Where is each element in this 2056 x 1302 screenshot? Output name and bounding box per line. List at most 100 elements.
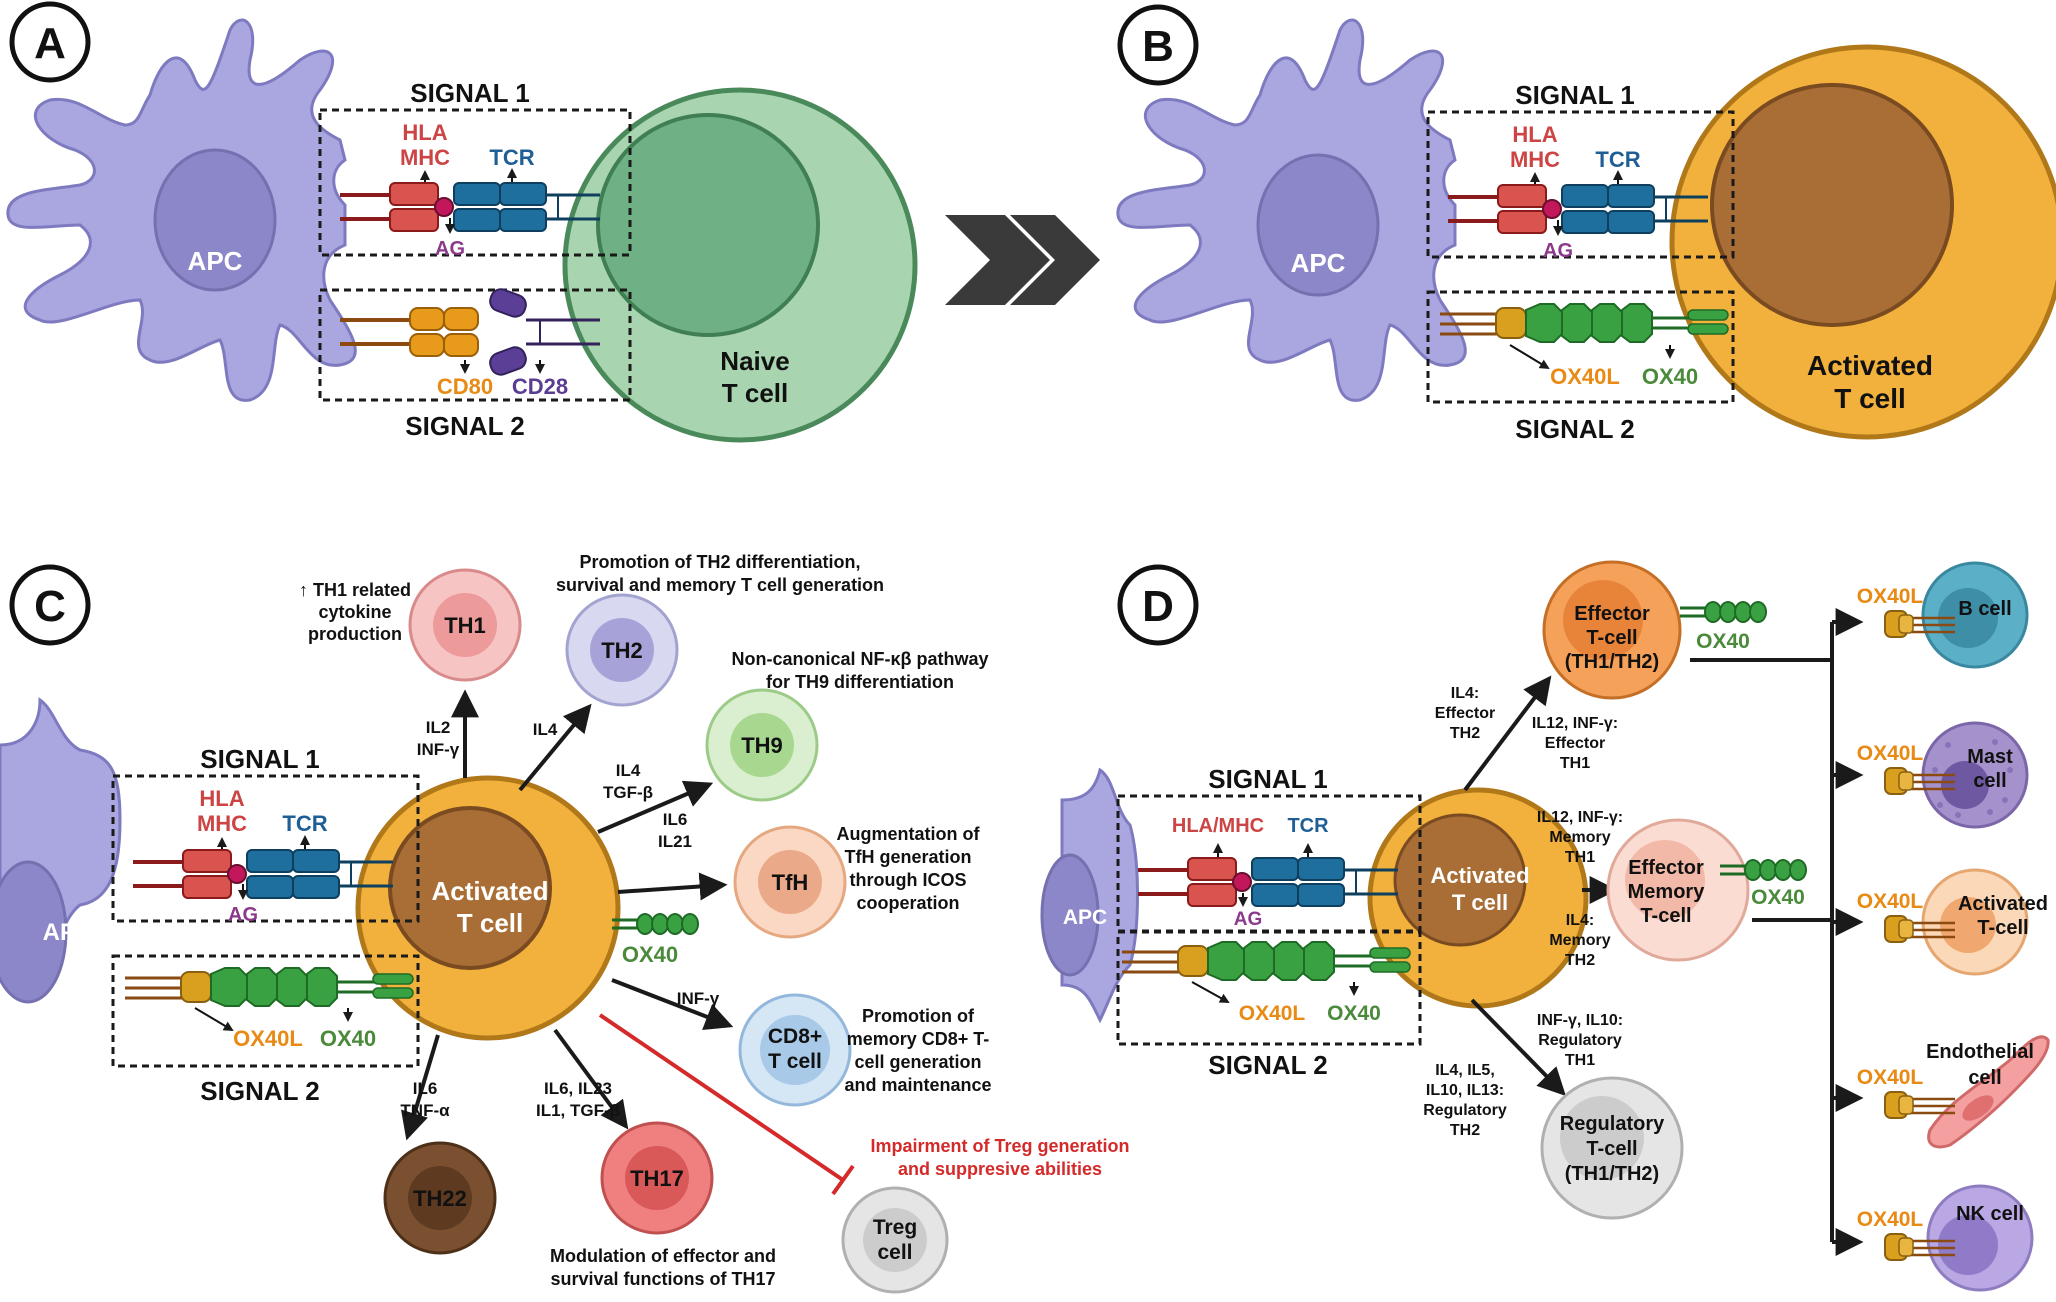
th22-cyto2: TNF-α <box>400 1101 450 1120</box>
target-ox40l-4: OX40L <box>1857 1066 1924 1089</box>
mhc-label-b: MHC <box>1510 147 1560 172</box>
th1-note2: cytokine <box>318 602 391 622</box>
signal2-box-d <box>1116 930 1422 1046</box>
ox40l-label-d: OX40L <box>1239 1002 1306 1025</box>
mhc-label-a: MHC <box>400 145 450 170</box>
activated-t-cell-b-line1: Activated <box>1807 350 1933 381</box>
cd8-note3: cell generation <box>854 1052 981 1072</box>
cd28-label-a: CD28 <box>512 374 568 399</box>
th9-cyto1: IL4 <box>616 761 641 780</box>
th1-label: TH1 <box>444 613 486 638</box>
th17-note1: Modulation of effector and <box>550 1246 776 1266</box>
cyt-reg-th1-3: TH1 <box>1565 1052 1595 1069</box>
ox40-receptor-c <box>610 912 700 936</box>
cd8-label1: CD8+ <box>768 1025 822 1048</box>
ag-label-c: AG <box>228 904 258 926</box>
th22-label: TH22 <box>413 1186 467 1211</box>
panel-b-letter: B <box>1142 22 1174 71</box>
target-ox40l-1: OX40L <box>1857 585 1924 608</box>
signal2-label-c: SIGNAL 2 <box>200 1076 319 1106</box>
th2-label: TH2 <box>601 638 643 663</box>
cd8-nucleus <box>760 1015 830 1085</box>
cd8-label2: T cell <box>768 1050 822 1073</box>
activated-t-cell-d-line1: Activated <box>1430 863 1529 888</box>
naive-t-cell-nucleus <box>596 113 820 337</box>
cyt-mem-th2-1: IL4: <box>1566 912 1594 929</box>
cd8-cyto1: INF-γ <box>677 989 720 1008</box>
ox40l-label-b: OX40L <box>1550 364 1620 389</box>
target-ox40l-2: OX40L <box>1857 742 1924 765</box>
ag-label-b: AG <box>1543 240 1573 262</box>
th2-nucleus <box>590 618 654 682</box>
th2-note2: survival and memory T cell generation <box>556 575 884 595</box>
activated-t-cell-nucleus-c <box>388 806 552 970</box>
signal2-box-a <box>318 288 632 402</box>
cyt-eff-th1-3: TH1 <box>1560 755 1590 772</box>
activated-t-cell-target-nucleus <box>1940 897 1996 953</box>
activated-t-cell-d-line2: T cell <box>1452 890 1508 915</box>
apc-label-c: APC <box>43 919 94 946</box>
th9-nucleus <box>730 713 794 777</box>
tcr-label-b: TCR <box>1595 147 1640 172</box>
cyt-eff-th2-3: TH2 <box>1450 725 1480 742</box>
memory-line2: Memory <box>1628 881 1706 903</box>
tcr-label-a: TCR <box>489 145 534 170</box>
apc-label-d: APC <box>1063 906 1107 929</box>
target-name-4a: Endothelial <box>1926 1041 2034 1063</box>
cyt-eff-th1-1: IL12, INF-γ: <box>1532 715 1618 732</box>
memory-line1: Effector <box>1628 857 1704 879</box>
target-name-3a: Activated <box>1958 893 2048 915</box>
chevron-icon-1 <box>945 215 1050 305</box>
signal2-box-c <box>111 954 420 1068</box>
th1-note1: ↑ TH1 related <box>299 580 411 600</box>
target-name-5: NK cell <box>1956 1203 2024 1225</box>
endothelial-nucleus <box>1962 1095 1994 1121</box>
effector-line2: T-cell <box>1586 627 1637 649</box>
cyt-mem-th2-3: TH2 <box>1565 952 1595 969</box>
target-ox40l-3: OX40L <box>1857 890 1924 913</box>
effector-line1: Effector <box>1574 603 1650 625</box>
ag-label-d: AG <box>1234 909 1263 930</box>
activated-t-cell-nucleus-d <box>1393 813 1527 947</box>
ox40-label-d: OX40 <box>1327 1002 1381 1025</box>
target-ox40l-5: OX40L <box>1857 1208 1924 1231</box>
th22-nucleus <box>408 1166 472 1230</box>
mhc-tcr-complex-a <box>338 181 602 233</box>
mhc-tcr-complex-c <box>131 848 395 900</box>
tfh-cyto2: IL21 <box>658 832 692 851</box>
ag-label-a: AG <box>435 238 465 260</box>
cd8-note1: Promotion of <box>862 1006 975 1026</box>
panel-c-letter: C <box>34 582 66 631</box>
tfh-nucleus <box>758 850 822 914</box>
th17-note2: survival functions of TH17 <box>550 1269 775 1289</box>
cyt-mem-th1-2: Memory <box>1549 829 1610 846</box>
treg-inhibition-line <box>598 1013 845 1182</box>
cyt-reg-th2-2: IL10, IL13: <box>1426 1082 1504 1099</box>
regulatory-line2: T-cell <box>1586 1138 1637 1160</box>
treg-nucleus <box>863 1208 927 1272</box>
naive-t-cell-line2: T cell <box>722 378 788 408</box>
activated-t-cell-c-line1: Activated <box>431 876 548 906</box>
treg-note2: and suppresive abilities <box>898 1159 1102 1179</box>
signal1-box-b <box>1426 110 1735 259</box>
ox40-label-b: OX40 <box>1642 364 1698 389</box>
th17-cyto1: IL6, IL23 <box>544 1079 612 1098</box>
cyt-mem-th2-2: Memory <box>1549 932 1610 949</box>
cyt-reg-th2-3: Regulatory <box>1423 1102 1507 1119</box>
treg-label2: cell <box>877 1241 912 1264</box>
memory-line3: T-cell <box>1640 905 1691 927</box>
activated-t-cell-nucleus-b <box>1710 83 1954 327</box>
panel-a: A APC Naive T cell SIGNAL 1 SIGNAL 2 HLA… <box>6 4 918 443</box>
cd8-note4: and maintenance <box>844 1075 991 1095</box>
panel-d: D APC Activated T cell SIGNAL 1 SIGNAL 2… <box>1040 560 2050 1292</box>
cd8-note2: memory CD8+ T- <box>847 1029 990 1049</box>
apc-nucleus-c <box>0 860 68 1004</box>
cyt-eff-th2-1: IL4: <box>1451 685 1479 702</box>
tfh-label: TfH <box>772 870 809 895</box>
mhc-label-c: MHC <box>197 811 247 836</box>
activated-t-cell-c-line2: T cell <box>457 908 523 938</box>
target-name-3b: T-cell <box>1977 917 2028 939</box>
cyt-mem-th1-3: TH1 <box>1565 849 1595 866</box>
mast-cell-nucleus <box>1941 761 1989 809</box>
th22-cyto1: IL6 <box>413 1079 438 1098</box>
